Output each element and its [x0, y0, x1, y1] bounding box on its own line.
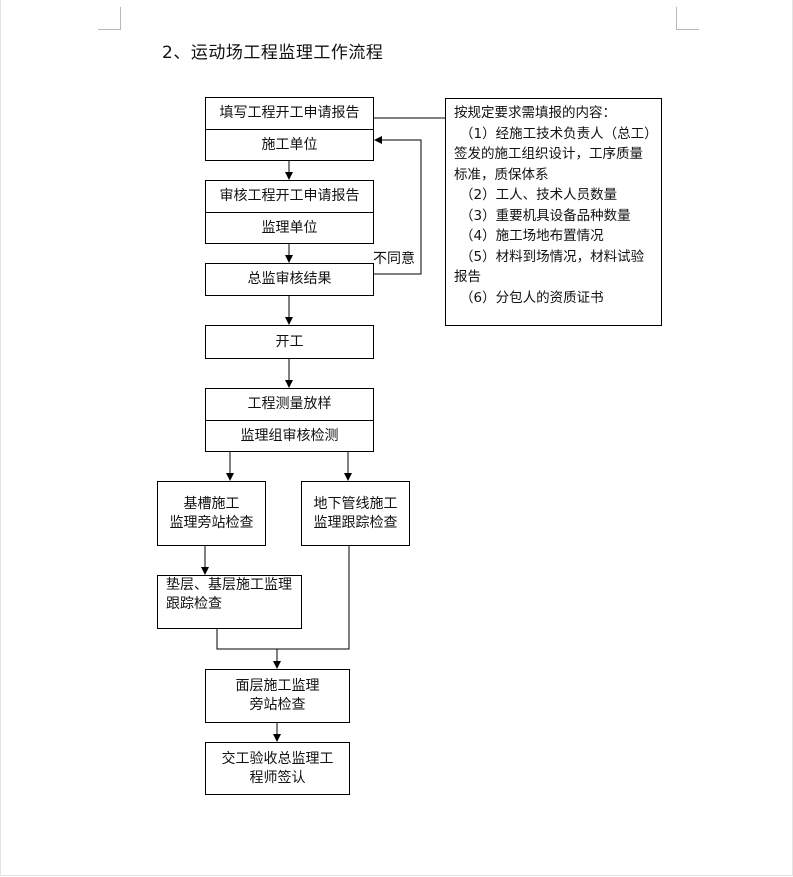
node-handover-line1: 交工验收总监理工: [221, 750, 334, 767]
node-foundation: 基槽施工 监理旁站检查: [157, 481, 266, 546]
node-cushion-text: 垫层、基层施工监理 跟踪检查: [158, 576, 301, 628]
node-surface-text: 面层施工监理 旁站检查: [206, 670, 349, 722]
node-handover-line2: 程师签认: [249, 769, 306, 786]
node-apply: 填写工程开工申请报告 施工单位: [205, 97, 374, 161]
note-item: （6）分包人的资质证书: [460, 289, 604, 306]
node-apply-line1: 填写工程开工申请报告: [219, 105, 360, 121]
node-start-label: 开工: [275, 333, 304, 350]
note-heading: 按规定要求需填报的内容：: [454, 105, 616, 121]
note-item: 签发的施工组织设计，工序质量: [454, 146, 643, 162]
node-survey-divider: [206, 420, 373, 421]
node-foundation-line1: 基槽施工: [183, 495, 240, 512]
margin-mark-top-right: [676, 7, 699, 30]
note-item: （2）工人、技术人员数量: [460, 187, 618, 203]
node-review: 审核工程开工申请报告 监理单位: [205, 180, 374, 244]
node-foundation-text: 基槽施工 监理旁站检查: [158, 482, 265, 545]
note-item: （4）施工场地布置情况: [460, 228, 604, 244]
node-review-line2: 监理单位: [261, 219, 318, 236]
node-cushion: 垫层、基层施工监理 跟踪检查: [157, 575, 302, 629]
note-item: （1）经施工技术负责人（总工）: [460, 125, 658, 142]
note-item: 标准，质保体系: [454, 166, 549, 183]
node-survey-line2: 监理组审核检测: [240, 427, 339, 444]
node-pipeline-line1: 地下管线施工: [313, 495, 398, 512]
node-review-line1: 审核工程开工申请报告: [219, 188, 360, 204]
node-survey-line1: 工程测量放样: [247, 396, 332, 412]
margin-mark-top-left: [98, 7, 121, 30]
node-handover: 交工验收总监理工 程师签认: [205, 742, 350, 795]
node-result-label: 总监审核结果: [247, 271, 332, 287]
connector-cushion-merge: [216, 545, 350, 650]
node-cushion-line1: 垫层、基层施工监理: [166, 577, 292, 593]
node-pipeline: 地下管线施工 监理跟踪检查: [301, 481, 410, 546]
requirements-note: 按规定要求需填报的内容： （1）经施工技术负责人（总工） 签发的施工组织设计，工…: [445, 98, 662, 326]
section-title: 2、运动场工程监理工作流程: [162, 43, 384, 63]
arrow-disagree-loop: [373, 136, 422, 275]
node-pipeline-line2: 监理跟踪检查: [313, 514, 398, 531]
node-review-divider: [206, 212, 373, 213]
node-apply-line2: 施工单位: [261, 136, 318, 153]
note-item: （3）重要机具设备品种数量: [460, 207, 631, 224]
note-item: 报告: [454, 269, 481, 285]
node-start: 开工: [205, 325, 374, 359]
note-item: （5）材料到场情况，材料试验: [460, 248, 645, 265]
node-handover-text: 交工验收总监理工 程师签认: [206, 743, 349, 794]
node-surface-line2: 旁站检查: [249, 697, 306, 713]
node-apply-divider: [206, 129, 373, 130]
node-cushion-line2: 跟踪检查: [166, 596, 222, 612]
node-result: 总监审核结果: [205, 263, 374, 296]
node-pipeline-text: 地下管线施工 监理跟踪检查: [302, 482, 409, 545]
node-foundation-line2: 监理旁站检查: [169, 514, 254, 531]
disagree-label: 不同意: [373, 251, 415, 267]
node-surface-line1: 面层施工监理: [235, 678, 320, 694]
node-surface: 面层施工监理 旁站检查: [205, 669, 350, 723]
node-survey: 工程测量放样 监理组审核检测: [205, 388, 374, 452]
